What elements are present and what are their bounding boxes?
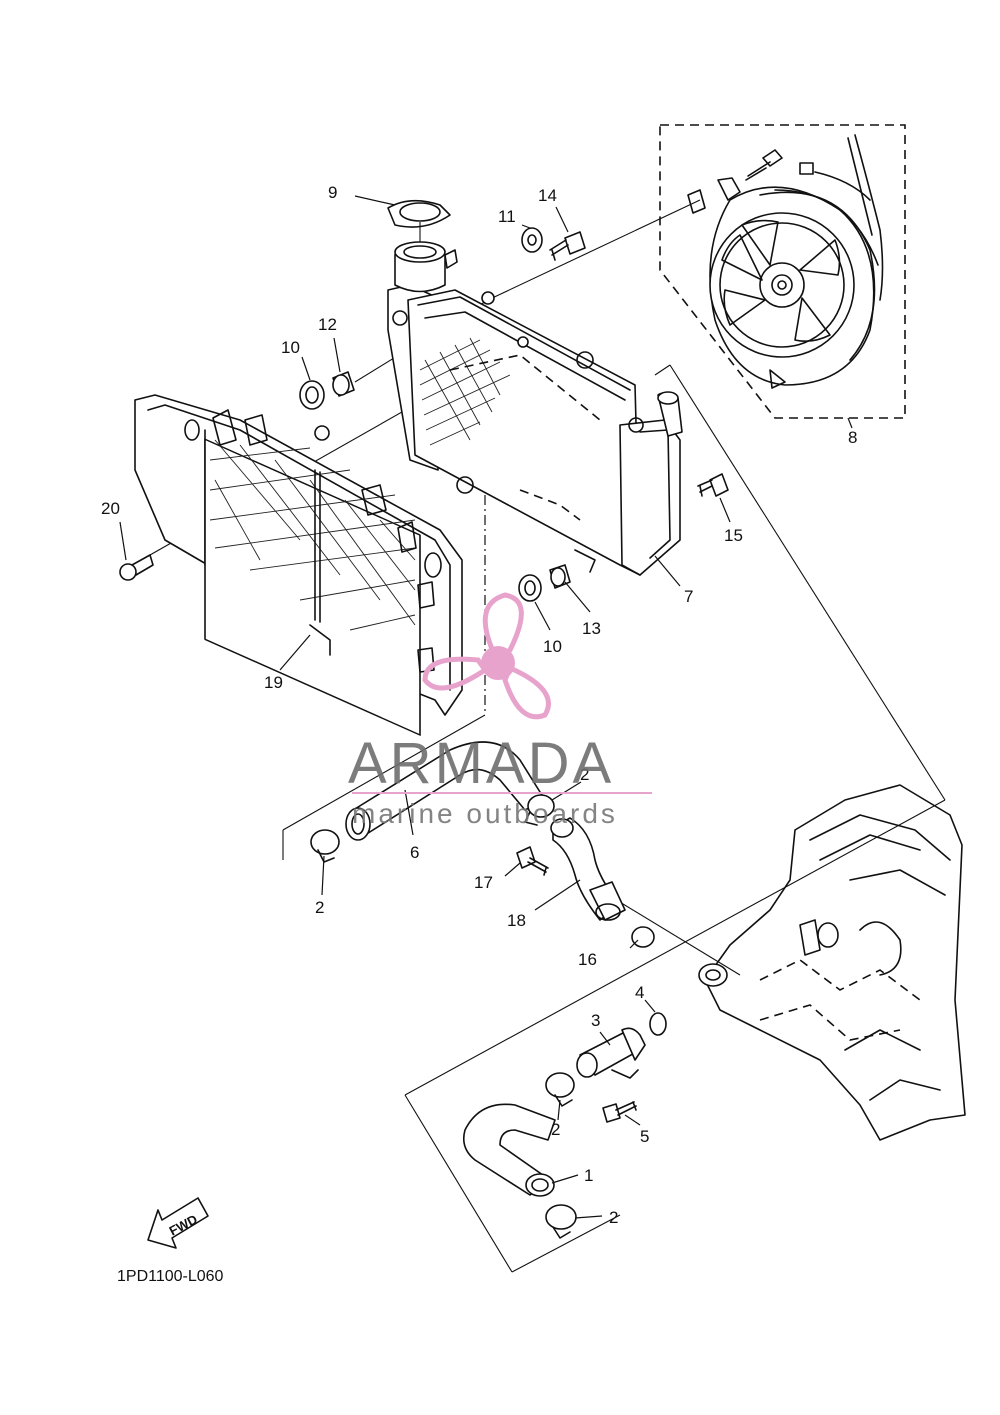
callout-2: 2: [609, 1208, 618, 1227]
radiator-cap-icon: [387, 199, 451, 242]
callout-3: 3: [591, 1011, 600, 1030]
callout-11: 11: [498, 207, 516, 226]
hose-clamp-icon: [310, 829, 340, 863]
hose-clamp-icon: [545, 1204, 577, 1239]
watermark-tagline: marine outboards: [352, 798, 618, 829]
armada-watermark: ARMADA marine outboards: [348, 592, 652, 829]
radiator-guard-icon: [134, 394, 463, 736]
callout-15: 15: [724, 526, 743, 545]
collar-icon: [549, 564, 571, 589]
callout-leaders: [119, 195, 853, 1219]
callout-7: 7: [684, 587, 693, 606]
callout-5: 5: [640, 1127, 649, 1146]
hose-clamp-icon: [524, 794, 555, 826]
watermark-brand: ARMADA: [348, 731, 614, 796]
bolt-icon: [602, 1101, 637, 1123]
bolt-icon: [516, 846, 549, 876]
callout-16: 16: [578, 950, 597, 969]
hose-clamp-icon: [545, 1072, 575, 1107]
callout-6: 6: [410, 843, 419, 862]
engine-inlet-icon: [698, 963, 728, 987]
pipe-joint-icon: [576, 1027, 646, 1079]
o-ring-icon: [631, 926, 655, 948]
callout-14: 14: [538, 186, 557, 205]
grommet-icon: [299, 380, 325, 410]
engine-block-icon: [704, 784, 966, 1141]
callout-labels: 1 2 2 2 2 3 4 5 6 7 8 9 10 10 11 12 13 1…: [101, 183, 857, 1227]
washer-icon: [521, 227, 543, 253]
callout-9: 9: [328, 183, 337, 202]
fan-assembly-icon: [687, 134, 884, 389]
callout-2: 2: [580, 765, 589, 784]
drawing-code: 1PD1100-L060: [117, 1268, 224, 1285]
grommet-icon: [518, 574, 542, 602]
callout-10: 10: [281, 338, 300, 357]
callout-10: 10: [543, 637, 562, 656]
rivet-icon: [119, 554, 154, 581]
callout-19: 19: [264, 673, 283, 692]
callout-18: 18: [507, 911, 526, 930]
forward-direction-arrow: FWD: [147, 1197, 209, 1249]
bolt-icon: [549, 231, 586, 261]
pipe-icon: [550, 817, 626, 921]
callout-17: 17: [474, 873, 493, 892]
callout-2: 2: [315, 898, 324, 917]
callout-1: 1: [584, 1166, 593, 1185]
hose-icon: [462, 1103, 556, 1197]
filler-neck-icon: [394, 241, 458, 293]
callout-13: 13: [582, 619, 601, 638]
callout-2: 2: [551, 1120, 560, 1139]
callout-4: 4: [635, 983, 644, 1002]
radiator-icon: [387, 284, 683, 576]
callout-12: 12: [318, 315, 337, 334]
o-ring-icon: [649, 1012, 667, 1036]
callout-8: 8: [848, 428, 857, 447]
callout-20: 20: [101, 499, 120, 518]
bolt-icon: [697, 473, 729, 497]
fan-assembly-boundary: [659, 124, 906, 419]
propeller-logo-icon: [422, 592, 551, 720]
collar-icon: [332, 371, 355, 397]
